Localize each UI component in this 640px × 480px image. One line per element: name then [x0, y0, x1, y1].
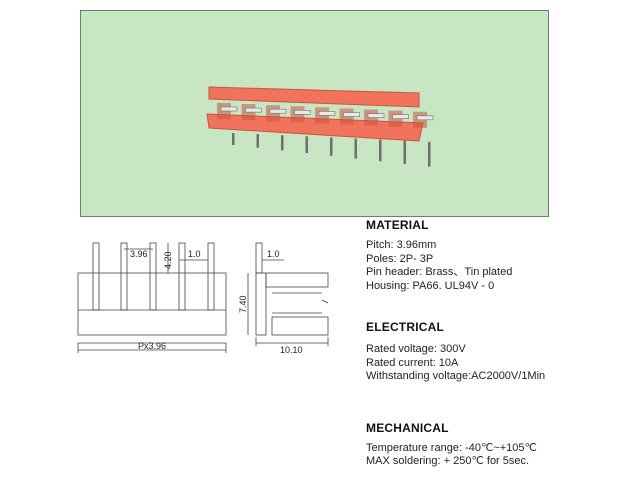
- electrical-line: Rated current: 10A: [366, 356, 459, 369]
- product-photo: [80, 10, 549, 217]
- side-view: [247, 242, 329, 346]
- housing-top-rail: [208, 86, 420, 108]
- mechanical-line: Temperature range: -40℃~+105℃: [366, 441, 537, 454]
- dim-side-depth: 10.10: [280, 345, 303, 355]
- mechanical-section: MECHANICAL Temperature range: -40℃~+105℃…: [366, 421, 634, 469]
- connector-pin: [413, 111, 434, 167]
- electrical-line: Rated voltage: 300V: [366, 343, 466, 355]
- material-section: MATERIAL Pitch: 3.96mm Poles: 2P- 3P Pin…: [366, 218, 634, 293]
- connector-pin: [241, 104, 262, 148]
- electrical-section: ELECTRICAL Rated voltage: 300V Rated cur…: [366, 320, 634, 384]
- electrical-line: Withstanding voltage:AC2000V/1Min: [366, 370, 546, 382]
- electrical-title: ELECTRICAL: [366, 320, 444, 334]
- technical-drawing: 3.96 4.20 1.0 Px3.96 1.0 7.40 10.10: [77, 242, 329, 355]
- dim-side-height: 7.40: [238, 295, 248, 313]
- dim-length: Px3.96: [138, 341, 166, 351]
- mechanical-line: MAX soldering: + 250℃ for 5sec.: [366, 455, 530, 467]
- front-pin: [149, 242, 157, 311]
- connector-pin: [217, 103, 238, 145]
- connector-illustration: [206, 86, 434, 167]
- dim-height: 4.20: [163, 251, 173, 269]
- connector-pin: [388, 110, 409, 164]
- connector-pin: [315, 107, 336, 156]
- front-pin: [120, 242, 128, 311]
- specifications: MATERIAL Pitch: 3.96mm Poles: 2P- 3P Pin…: [366, 218, 634, 469]
- pin-group: [217, 103, 434, 167]
- mechanical-title: MECHANICAL: [366, 420, 449, 435]
- connector-pin: [364, 109, 385, 162]
- connector-pin: [290, 106, 311, 154]
- front-view-pins: [92, 242, 215, 311]
- connector-pin: [266, 105, 287, 151]
- material-line: Housing: PA66. UL94V - 0: [366, 279, 495, 292]
- front-pin: [178, 242, 186, 311]
- material-line: Pitch: 3.96mm: [366, 239, 437, 251]
- material-line: Poles: 2P- 3P: [366, 252, 434, 265]
- material-line: Pin header: Brass、Tin plated: [366, 266, 513, 278]
- connector-pin: [339, 108, 360, 159]
- dim-pitch: 3.96: [130, 249, 148, 259]
- front-pin: [92, 242, 100, 311]
- dim-side-pin-width: 1.0: [267, 249, 280, 259]
- front-pin: [207, 242, 215, 311]
- dim-pin-width: 1.0: [188, 249, 201, 259]
- front-view-body: [77, 272, 227, 336]
- material-title: MATERIAL: [366, 218, 429, 232]
